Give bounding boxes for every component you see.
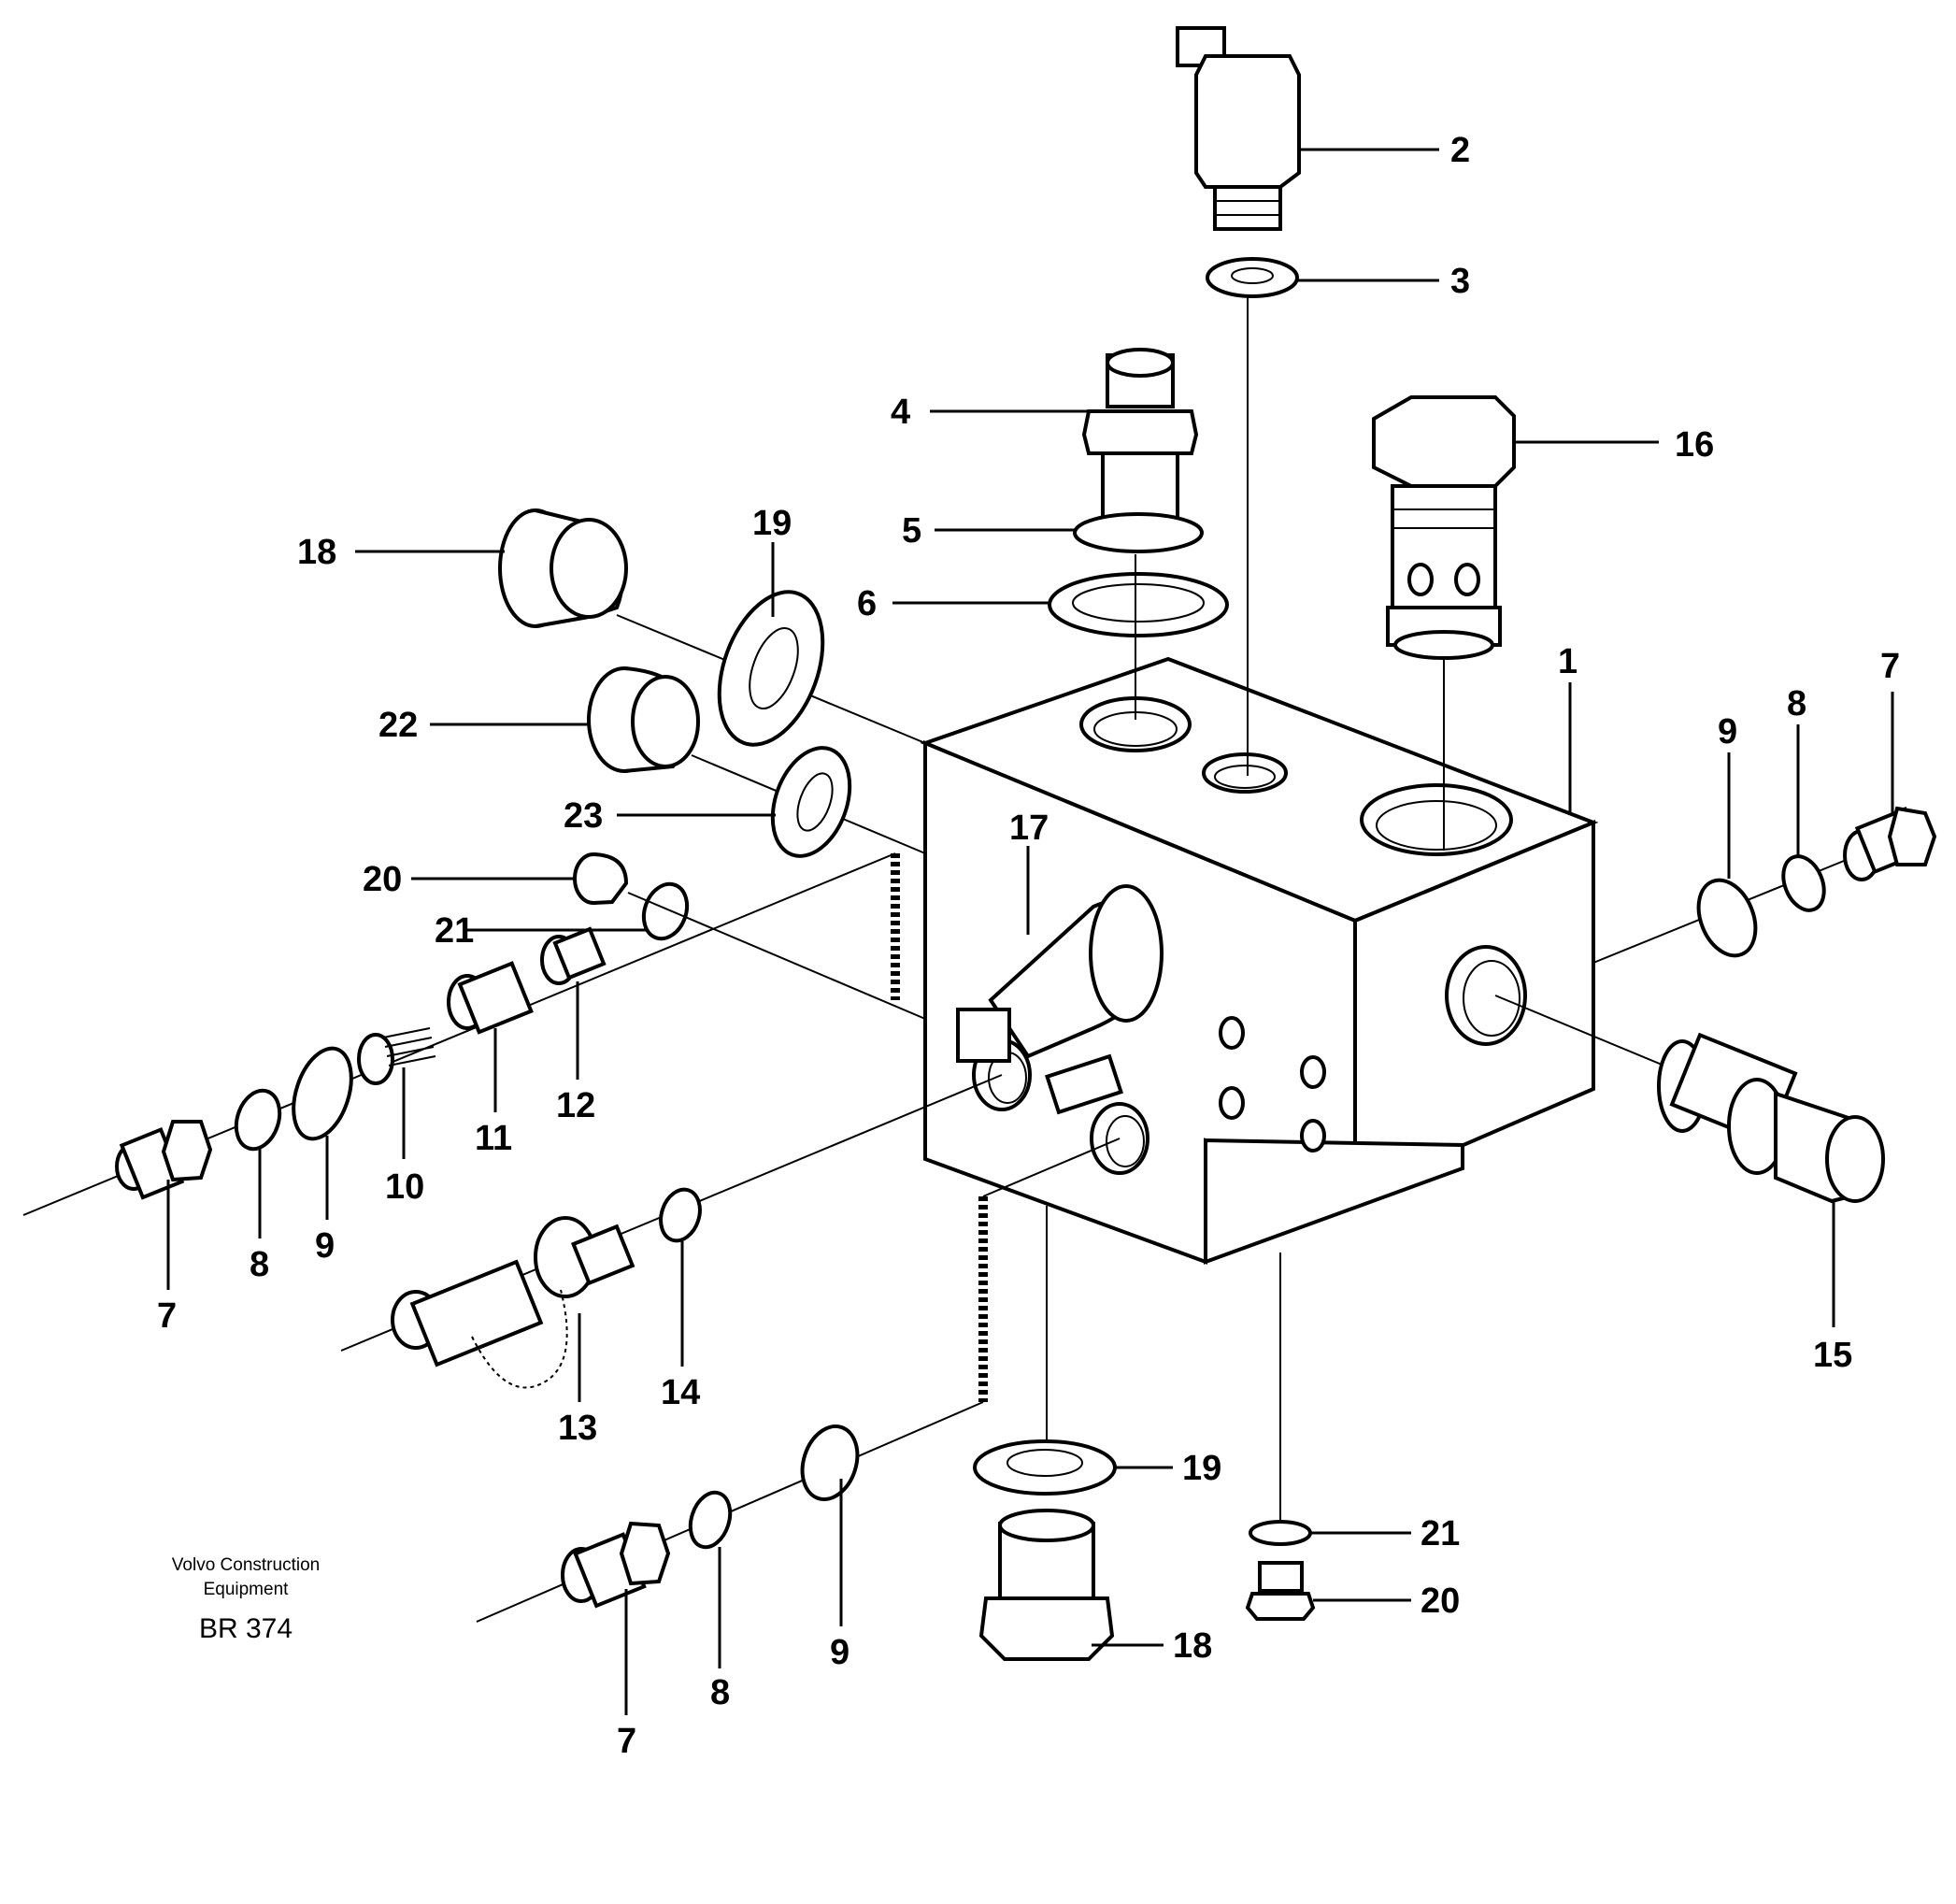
callout-3: 3 — [1450, 262, 1470, 301]
drawing-code: BR 374 — [199, 1613, 293, 1644]
callout-16: 16 — [1675, 425, 1714, 465]
callout-9-bottom: 9 — [830, 1633, 850, 1672]
o-ring-14 — [659, 1187, 702, 1243]
callout-1: 1 — [1558, 642, 1578, 681]
spring-10 — [357, 1027, 436, 1085]
callout-22: 22 — [378, 706, 418, 745]
callout-11: 11 — [475, 1119, 512, 1158]
solenoid — [891, 853, 1164, 1115]
seal-ring-6 — [1048, 572, 1229, 637]
callout-12: 12 — [556, 1086, 595, 1125]
plug-20-left — [573, 852, 629, 905]
seal-ring-21-bottom — [1249, 1520, 1312, 1546]
callout-9-left: 9 — [315, 1226, 335, 1266]
seal-ring-23 — [770, 746, 852, 858]
o-ring-5 — [1073, 512, 1204, 553]
plug-18-bottom — [978, 1509, 1115, 1661]
callout-14: 14 — [661, 1373, 700, 1412]
callout-labels: 1 2 3 4 5 6 7 7 7 8 8 8 9 9 9 10 11 12 1… — [157, 131, 1900, 1761]
callout-23: 23 — [564, 796, 603, 836]
callout-9-right: 9 — [1718, 712, 1737, 752]
callout-17: 17 — [1009, 809, 1049, 848]
callout-20-left: 20 — [363, 860, 402, 899]
credit-block: Volvo Construction Equipment BR 374 — [172, 1555, 320, 1644]
plug-18-top — [498, 508, 628, 628]
pressure-switch — [1176, 26, 1301, 231]
seal-ring-3 — [1206, 257, 1299, 298]
callout-18-top: 18 — [297, 533, 336, 572]
callout-6: 6 — [857, 584, 877, 623]
credit-line-2: Equipment — [204, 1580, 290, 1599]
fitting-7-right — [1843, 806, 1937, 881]
callout-7-left: 7 — [157, 1296, 177, 1336]
valve-block — [920, 656, 1599, 1265]
o-ring-8-bottom — [688, 1490, 733, 1550]
o-ring-9-bottom — [800, 1424, 860, 1502]
cartridge-valve — [1372, 395, 1516, 660]
plug-20-bottom — [1245, 1561, 1316, 1621]
callout-5: 5 — [902, 511, 921, 551]
callout-10: 10 — [385, 1167, 424, 1207]
callout-19-top: 19 — [752, 504, 792, 543]
fitting-7-bottom — [561, 1521, 671, 1609]
callout-13: 13 — [558, 1409, 597, 1448]
callout-7-right: 7 — [1880, 647, 1900, 686]
callout-4: 4 — [891, 393, 910, 432]
test-coupling — [391, 1216, 635, 1389]
seal-ring-19-top — [717, 590, 825, 747]
plug-22 — [587, 666, 700, 773]
callout-2: 2 — [1450, 131, 1470, 170]
o-ring-8-left — [234, 1088, 282, 1152]
o-ring-9-left — [292, 1046, 353, 1141]
callout-8-bottom: 8 — [710, 1673, 730, 1712]
relief-valve-15 — [1657, 1032, 1886, 1204]
sleeve-11 — [447, 961, 534, 1035]
o-ring-9-right — [1696, 878, 1758, 958]
credit-line-1: Volvo Construction — [172, 1555, 320, 1575]
o-ring-8-right — [1781, 854, 1826, 912]
callout-7-bottom: 7 — [617, 1722, 636, 1761]
callout-15: 15 — [1813, 1336, 1852, 1375]
seal-ring-21-left — [641, 881, 690, 941]
seal-ring-19-bottom — [973, 1439, 1117, 1496]
leader-lines — [166, 148, 1894, 1715]
callout-21-bottom: 21 — [1421, 1514, 1460, 1553]
fitting-7-left — [115, 1120, 213, 1200]
callout-19-bottom: 19 — [1182, 1449, 1221, 1488]
callout-8-left: 8 — [250, 1245, 269, 1284]
callout-21-left: 21 — [435, 911, 474, 951]
callout-8-right: 8 — [1787, 684, 1806, 723]
adapter-fitting — [1081, 348, 1199, 525]
orifice-12 — [540, 926, 607, 985]
callout-20-bottom: 20 — [1421, 1582, 1460, 1621]
callout-18-bottom: 18 — [1173, 1626, 1212, 1666]
